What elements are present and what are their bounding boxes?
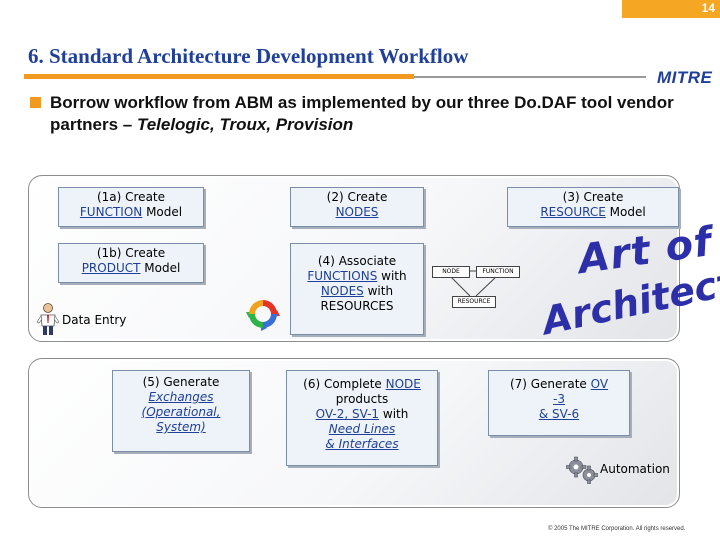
step-7-ov: OV [590,377,609,391]
step-4-nodes: NODES [320,284,364,298]
step-4-with-2: with [363,284,394,298]
cycle-arrows-icon [246,300,280,331]
automation-label: Automation [600,462,670,476]
step-1a-function: FUNCTION [79,205,143,219]
bullet-text-plain: Borrow workflow from ABM as implemented … [50,93,674,134]
step-3-model: Model [605,205,646,219]
step-1b-create-product-model: (1b) Create PRODUCT Model [58,243,204,283]
automation-gears-icon [566,456,598,484]
title-underline-gray [414,76,646,78]
step-4-functions: FUNCTIONS [307,269,378,283]
step-6-interfaces: & Interfaces [325,437,399,451]
step-5-exchanges: Exchanges [148,390,214,404]
bullet-text: Borrow workflow from ABM as implemented … [50,92,700,136]
step-1b-product: PRODUCT [81,261,141,275]
step-7-line1: (7) Generate [509,377,591,391]
bullet-text-vendors: Telelogic, Troux, Provision [136,115,354,134]
step-3-create-resource-model: (3) Create RESOURCE Model [507,187,679,227]
mini-node-resource-link [449,275,471,297]
step-1a-create-function-model: (1a) Create FUNCTION Model [58,187,204,227]
step-7-sv6: & SV-6 [538,407,580,421]
step-6-line1: (6) Complete [303,377,386,391]
step-7-generate-ov3-sv6: (7) Generate OV -3 & SV-6 [488,370,630,436]
step-6-node: NODE [385,377,421,391]
step-1b-line1: (1b) Create [96,246,166,260]
mini-diagram-resource: RESOURCE [452,296,496,308]
step-4-with-1: with [377,269,407,283]
data-entry-label: Data Entry [62,313,127,327]
step-6-complete-node-products: (6) Complete NODE products OV-2, SV-1 wi… [286,370,438,466]
page-number: 14 [701,1,715,15]
step-1a-model: Model [142,205,183,219]
bullet-square-icon [30,97,41,108]
step-3-resource: RESOURCE [540,205,606,219]
step-1b-model: Model [140,261,181,275]
step-5-operational: (Operational, [141,405,221,419]
step-5-system: System) [156,420,206,434]
step-4-resources: RESOURCES [320,299,394,313]
step-1a-line1: (1a) Create [96,190,166,204]
title-underline-orange [24,74,414,79]
step-6-ov2-sv1: OV-2, SV-1 [315,407,380,421]
mini-diagram-function: FUNCTION [476,266,520,278]
step-4-line1: (4) Associate [317,254,397,268]
step-2-create-nodes: (2) Create NODES [290,187,424,227]
data-entry-person-icon [36,303,60,335]
step-3-line1: (3) Create [562,190,624,204]
step-7-ov3: -3 [553,392,565,406]
step-4-associate: (4) Associate FUNCTIONS with NODES with … [290,243,424,335]
mitre-logo: MITRE [657,68,713,87]
step-2-nodes: NODES [335,205,379,219]
step-5-line1: (5) Generate [142,375,220,389]
step-2-line1: (2) Create [326,190,388,204]
step-5-generate-exchanges: (5) Generate Exchanges (Operational, Sys… [112,370,250,452]
step-6-products: products [335,392,389,406]
mini-function-resource-link [475,275,498,297]
slide-title: 6. Standard Architecture Development Wor… [28,44,469,68]
step-6-need-lines: Need Lines [328,422,396,436]
page-number-bar [622,0,720,18]
mini-diagram-node: NODE [432,266,470,278]
copyright-text: © 2005 The MITRE Corporation. All rights… [548,526,686,532]
step-6-with: with [379,407,409,421]
